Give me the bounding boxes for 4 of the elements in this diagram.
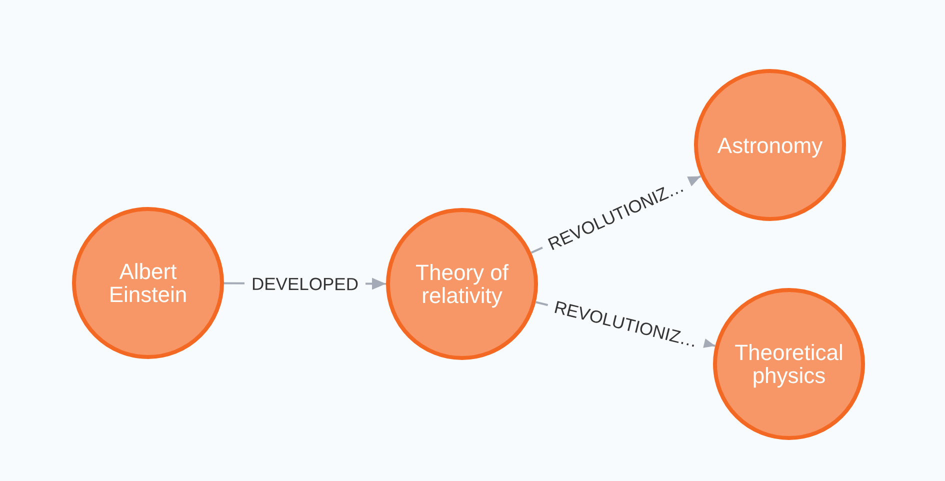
node-label: Theory of relativity [414, 261, 510, 307]
node-label: Theoretical physics [734, 341, 844, 387]
node-label: Albert Einstein [108, 260, 188, 306]
node-label: Astronomy [717, 134, 823, 156]
